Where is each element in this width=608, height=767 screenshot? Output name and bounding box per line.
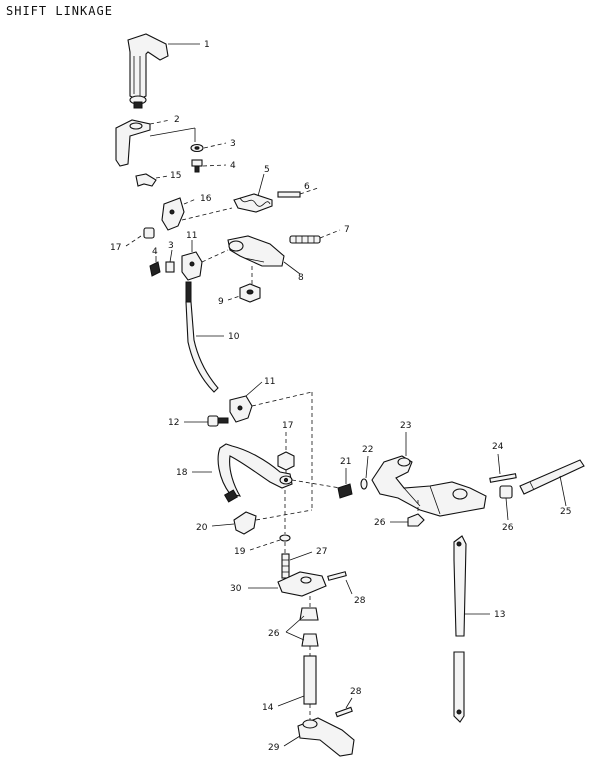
- callout-21: 21: [340, 457, 351, 467]
- callout-13: 13: [494, 610, 505, 620]
- part-12-screw: [207, 415, 229, 427]
- part-19-washer: [279, 534, 291, 542]
- part-16-bracket: [161, 197, 185, 231]
- part-20-boot: [233, 511, 257, 535]
- part-30-lever: [277, 571, 327, 597]
- callout-18: 18: [176, 468, 188, 478]
- callout-27: 27: [316, 547, 327, 557]
- callout-10: 10: [228, 332, 240, 342]
- part-13-link-rod: [453, 535, 467, 723]
- diagram-title: SHIFT LINKAGE: [6, 4, 113, 18]
- callout-14: 14: [262, 703, 274, 713]
- part-7-stud: [289, 235, 321, 244]
- callout-3-lower: 3: [168, 241, 174, 251]
- part-6-pin: [277, 191, 301, 198]
- callout-24: 24: [492, 442, 504, 452]
- part-11-coupler-upper: [181, 251, 203, 281]
- part-26-bushing-lower: [301, 633, 319, 647]
- part-3-washer-lower: [165, 261, 175, 273]
- part-26-nut-left: [407, 513, 425, 527]
- part-26-bushing-upper: [299, 607, 319, 621]
- callout-11-lower: 11: [264, 377, 275, 387]
- callout-25: 25: [560, 507, 571, 517]
- callout-28-upper: 28: [354, 596, 366, 606]
- callout-4-lower: 4: [152, 247, 158, 257]
- callout-29: 29: [268, 743, 280, 753]
- part-17-nut-lower: [277, 451, 295, 471]
- part-17-nut: [143, 227, 155, 239]
- callout-26-mid: 26: [268, 629, 280, 639]
- part-25-shaft: [519, 459, 585, 495]
- part-14-shaft: [303, 655, 317, 705]
- callout-15: 15: [170, 171, 181, 181]
- callout-17-lower: 17: [282, 421, 293, 431]
- part-10-rod: [185, 281, 219, 393]
- callout-17: 17: [110, 243, 121, 253]
- part-23-shift-lever: [371, 455, 487, 517]
- callout-19: 19: [234, 547, 246, 557]
- callout-3: 3: [230, 139, 236, 149]
- part-11-coupler-lower: [229, 395, 253, 423]
- part-1-shift-shaft: [127, 33, 169, 109]
- callout-11-upper: 11: [186, 231, 197, 241]
- callout-6: 6: [304, 182, 310, 192]
- part-18-rod-bracket: [217, 443, 293, 503]
- part-4-screw: [191, 159, 203, 173]
- part-29-lever: [297, 717, 355, 757]
- callout-26-right: 26: [502, 523, 514, 533]
- callout-12: 12: [168, 418, 179, 428]
- callout-2: 2: [174, 115, 180, 125]
- callout-8: 8: [298, 273, 304, 283]
- callout-28-lower: 28: [350, 687, 362, 697]
- callout-9: 9: [218, 297, 224, 307]
- part-4-screw-lower: [149, 261, 161, 277]
- part-27-stud: [281, 553, 290, 579]
- callout-23: 23: [400, 421, 411, 431]
- part-28-pin-upper: [327, 571, 347, 581]
- part-26-bushing-right: [499, 485, 513, 499]
- part-8-lever: [227, 235, 285, 267]
- part-2-bracket: [115, 119, 151, 167]
- part-22-washer: [360, 478, 368, 490]
- part-9-nut: [239, 283, 261, 303]
- callout-7: 7: [344, 225, 350, 235]
- part-15-clip: [135, 173, 157, 187]
- callout-22: 22: [362, 445, 373, 455]
- part-3-washer: [190, 143, 204, 153]
- callout-4: 4: [230, 161, 236, 171]
- callout-1: 1: [204, 40, 210, 50]
- callout-5: 5: [264, 165, 270, 175]
- part-5-spring: [233, 193, 273, 213]
- callout-20: 20: [196, 523, 208, 533]
- callout-30: 30: [230, 584, 242, 594]
- part-28-pin-lower: [335, 706, 353, 718]
- callout-16: 16: [200, 194, 212, 204]
- callout-26-left: 26: [374, 518, 386, 528]
- part-21-connector: [337, 483, 353, 499]
- part-24-pin: [489, 473, 517, 483]
